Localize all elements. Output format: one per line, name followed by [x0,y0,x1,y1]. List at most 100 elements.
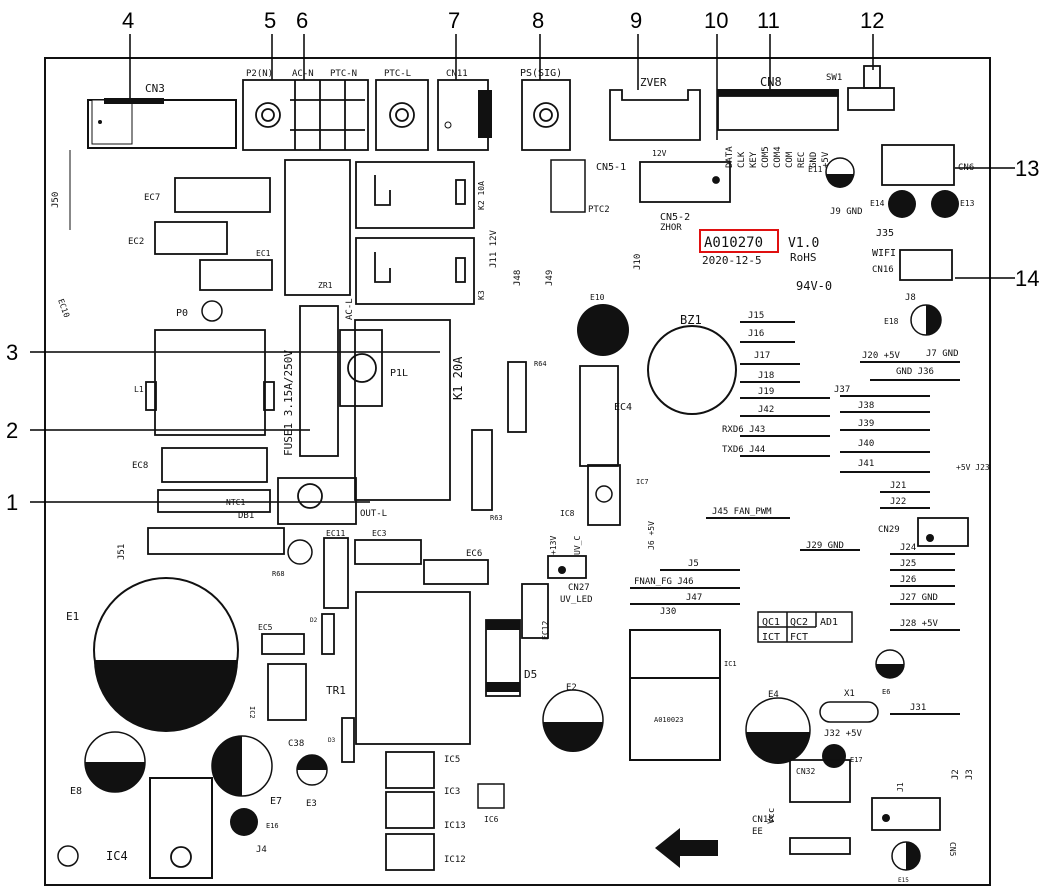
cn8-pin-labels: DATA CLK KEY COM5 COM4 COM REC GND +5V [725,146,831,168]
silkscreen-label-com: COM [785,151,795,168]
silkscreen-label-e17: E17 [850,756,863,764]
silkscreen-label-ec1: EC1 [256,249,271,258]
silkscreen-label-ntc1: NTC1 [226,498,245,507]
silkscreen-label-uvled: UV_LED [560,595,593,605]
capacitors-top-right [825,157,959,218]
silkscreen-label-acl: AC-L [345,298,355,320]
callout-2: 2 [6,418,18,443]
silkscreen-label-ver: V1.0 [788,236,819,251]
silkscreen-label-d3: D3 [328,737,336,744]
callout-11: 11 [757,8,780,33]
silkscreen-label-ic2: IC2 [248,706,256,719]
silkscreen-label-j51: J51 [117,544,127,560]
board-code: A010270 [704,235,763,251]
silkscreen-label-j6: J6 +5V [647,521,656,550]
silkscreen-label-acn: AC-N [292,69,314,79]
silkscreen-label-k1: K1 20A [451,356,465,400]
callout-8: 8 [532,8,544,33]
silkscreen-label-j45: J45 FAN_PWM [712,507,772,517]
silkscreen-label-j42: J42 [758,405,774,415]
silkscreen-label-ec5: EC5 [258,623,273,632]
e10-capacitor [577,304,629,356]
silkscreen-label-ic8: IC8 [560,509,575,518]
callout-13: 13 [1015,156,1039,181]
relays [284,159,475,305]
silkscreen-label-cn32: CN32 [796,767,815,776]
silkscreen-label-ec2: EC2 [128,237,144,247]
silkscreen-label-com5: COM5 [761,146,771,168]
jumper-lines [740,321,960,509]
silkscreen-label-sw1: SW1 [826,73,842,83]
silkscreen-label-ic6: IC6 [484,815,499,824]
silkscreen-label-k3: K3 [477,290,486,300]
ic4-regulator [149,777,213,879]
silkscreen-label-ec12: EC12 [541,621,550,640]
callout-14: 14 [1015,266,1039,291]
silkscreen-label-fct: FCT [790,632,808,643]
silkscreen-label-ec6: EC6 [466,549,482,559]
silkscreen-label-ps: PS(SIG) [520,68,562,79]
silkscreen-label-j17: J17 [754,351,770,361]
silkscreen-label-e11: E11 [808,165,823,174]
cn5-connectors [639,161,731,203]
silkscreen-label-j47: J47 [686,593,702,603]
silkscreen-label-j50: J50 [51,192,61,208]
silkscreen-label-r63: R63 [490,514,503,522]
silkscreen-label-zr1: ZR1 [318,281,333,290]
callout-7: 7 [448,8,460,33]
silkscreen-label-e2: E2 [566,683,577,693]
silkscreen-label-j16: J16 [748,329,764,339]
silkscreen-label-date: 2020-12-5 [702,254,762,267]
silkscreen-label-ic4: IC4 [106,849,128,863]
callout-12: 12 [860,8,884,33]
silkscreen-label-e15: E15 [898,877,909,884]
silkscreen-label-key: KEY [749,151,759,168]
silkscreen-label-ec4: EC4 [614,402,632,413]
silkscreen-label-j20: J20 +5V [862,351,901,361]
silkscreen-label-ic3: IC3 [444,787,460,797]
silkscreen-label-a010023: A010023 [654,716,684,724]
silkscreen-label-qc2: QC2 [790,617,808,628]
silkscreen-label-ic5: IC5 [444,755,460,765]
silkscreen-label-cn3: CN3 [145,82,165,95]
tr1-transformer [355,591,471,745]
silkscreen-label-j41: J41 [858,459,874,469]
silkscreen-label-d5: D5 [524,668,537,681]
silkscreen-label-k2: K2 10A [477,181,486,210]
silkscreen-label-j49: J49 [545,270,555,286]
silkscreen-label-zver: ZVER [640,76,667,89]
silkscreen-label-j4: J4 [256,845,267,855]
silkscreen-label-j27: J27 GND [900,593,938,603]
ptc-terminals [242,79,429,151]
silkscreen-label-e7: E7 [270,796,282,807]
silkscreen-label-j11: J11 12V [489,229,499,268]
silkscreen-label-j24: J24 [900,543,916,553]
silkscreen-label-c38: C38 [288,739,304,749]
silkscreen-label-e4: E4 [768,690,779,700]
silkscreen-label-ec3: EC3 [372,529,387,538]
silkscreen-label-j22: J22 [890,497,906,507]
l1-inductor [145,329,275,436]
silkscreen-label-cn52: CN5-2 [660,212,690,223]
silkscreen-label-j21: J21 [890,481,906,491]
silkscreen-label-j37: J37 [834,385,850,395]
silkscreen-label-e13: E13 [960,199,975,208]
silkscreen-label-r64: R64 [534,360,547,368]
silkscreen-label-gnd: GND [809,152,819,168]
silkscreen-label-outl: OUT-L [360,509,387,519]
silkscreen-label-j23: +5V J23 [956,463,990,472]
silkscreen-label-ec8: EC8 [132,461,148,471]
silkscreen-label-j39: J39 [858,419,874,429]
silkscreen-label-e16: E16 [266,822,279,830]
silkscreen-label-l1: L1 [134,385,144,394]
silkscreen-label-ptcn: PTC-N [330,69,357,79]
sw1-switch [847,65,895,111]
silkscreen-label-uvc: UV_C [573,536,582,555]
silkscreen-label-j2: J2 [951,769,961,780]
silkscreen-label-e1: E1 [66,610,79,623]
silkscreen-label-qc1: QC1 [762,617,780,628]
silkscreen-label-j35: J35 [876,228,894,239]
silkscreen-label-cn8: CN8 [760,75,782,89]
silkscreen-label-cn27: CN27 [568,583,590,593]
direction-arrow-icon [655,828,718,868]
